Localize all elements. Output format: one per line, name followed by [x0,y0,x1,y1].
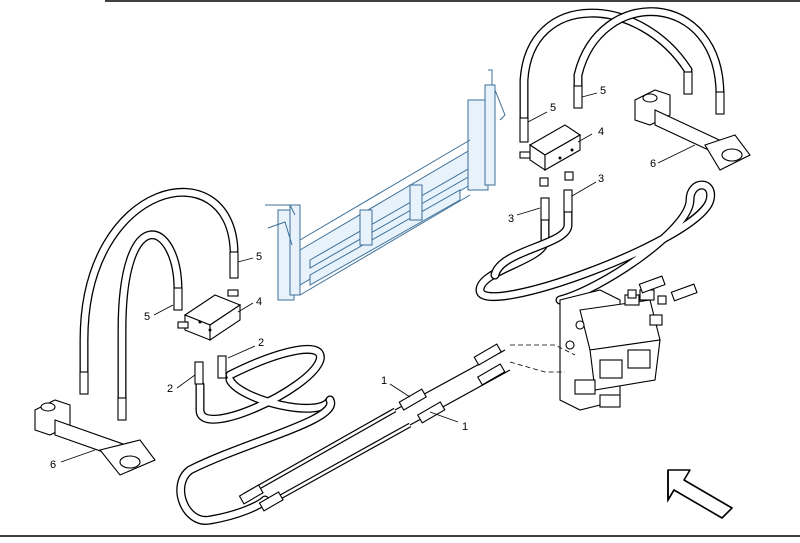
callout-1b: 1 [462,421,468,433]
valve-block-right [528,124,582,172]
control-valve-assembly [559,289,663,411]
callout-4b: 4 [598,126,604,138]
callout-4a: 4 [256,296,262,308]
direction-arrow-icon [667,469,733,519]
fittings-right [519,71,725,221]
callout-5c: 5 [550,102,556,114]
valve-block-left [183,294,242,342]
callout-6b: 6 [650,158,656,170]
rod-upper [243,407,397,498]
callout-5b: 5 [144,311,150,323]
machine-frame [265,69,506,301]
callout-3b: 3 [598,173,604,185]
callout-5a: 5 [256,251,262,263]
hose-bottom-loop [176,395,336,525]
callout-3a: 3 [508,213,514,225]
callout-2b: 2 [167,383,173,395]
fittings-left [79,251,239,421]
leader-lines [60,92,696,463]
hose-left-serpentine [195,344,335,424]
callout-6a: 6 [50,459,56,471]
callout-2a: 2 [258,337,264,349]
dashed-link-upper [510,344,576,356]
hose-right-outer [519,8,693,123]
cylinder-left [34,399,156,476]
hose-left-inner [117,230,183,405]
cylinder-right [634,89,751,171]
hose-right-serpentine [475,180,716,305]
hose-right-inner [573,7,725,100]
callout-5d: 5 [600,85,606,97]
fittings-valve-right [627,275,698,305]
hose-left-outer [79,187,239,395]
dashed-link-lower [509,361,565,373]
rod-lower [273,422,412,503]
hose-right-upper [490,205,573,280]
callout-1a: 1 [381,375,387,387]
